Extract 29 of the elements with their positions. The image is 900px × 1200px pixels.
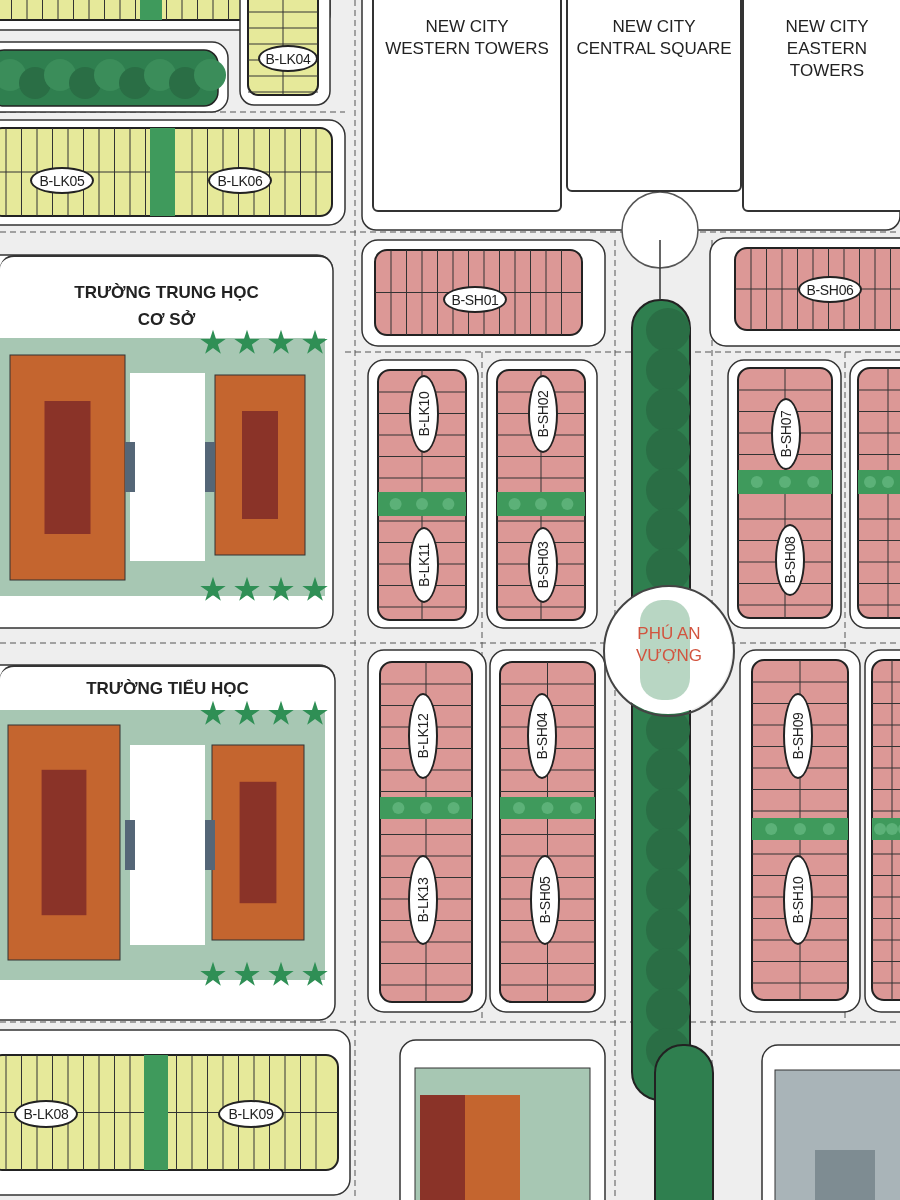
tower-area-box	[742, 0, 900, 212]
tower-area-box	[566, 0, 742, 192]
block-code: B-SH08	[782, 536, 798, 584]
block-code: B-SH03	[535, 541, 551, 589]
block-code: B-SH01	[451, 291, 499, 308]
roundabout-circle	[603, 585, 735, 717]
block-code: B-LK11	[416, 543, 432, 587]
area-name: NEW CITY EASTERN TOWERS	[784, 16, 870, 82]
block-code: B-LK05	[39, 172, 85, 189]
block-code: B-LK08	[23, 1106, 69, 1122]
block-code: B-LK09	[228, 1106, 274, 1122]
block-code: B-SH02	[535, 390, 551, 438]
block-code: B-SH10	[790, 876, 806, 924]
block-code: B-SH07	[778, 410, 794, 458]
block-code: B-SH04	[534, 712, 550, 760]
block-code: B-SH05	[537, 876, 553, 924]
tower-area-box	[372, 0, 562, 212]
block-code: B-LK04	[265, 50, 311, 67]
area-name: NEW CITY WESTERN TOWERS	[384, 16, 550, 60]
school-name: TRƯỜNG TRUNG HỌC CƠ SỞ	[73, 282, 260, 331]
block-code: B-SH09	[790, 712, 806, 760]
block-code: B-LK10	[416, 391, 432, 437]
place-name: PHÚ AN VƯỢNG	[635, 623, 703, 667]
block-code: B-LK13	[415, 877, 431, 923]
block-code: B-LK12	[415, 713, 431, 759]
block-code: B-SH06	[806, 281, 854, 298]
area-name: NEW CITY CENTRAL SQUARE	[575, 16, 733, 60]
school-name: TRƯỜNG TIỂU HỌC	[85, 678, 250, 700]
block-code: B-LK06	[217, 172, 263, 189]
